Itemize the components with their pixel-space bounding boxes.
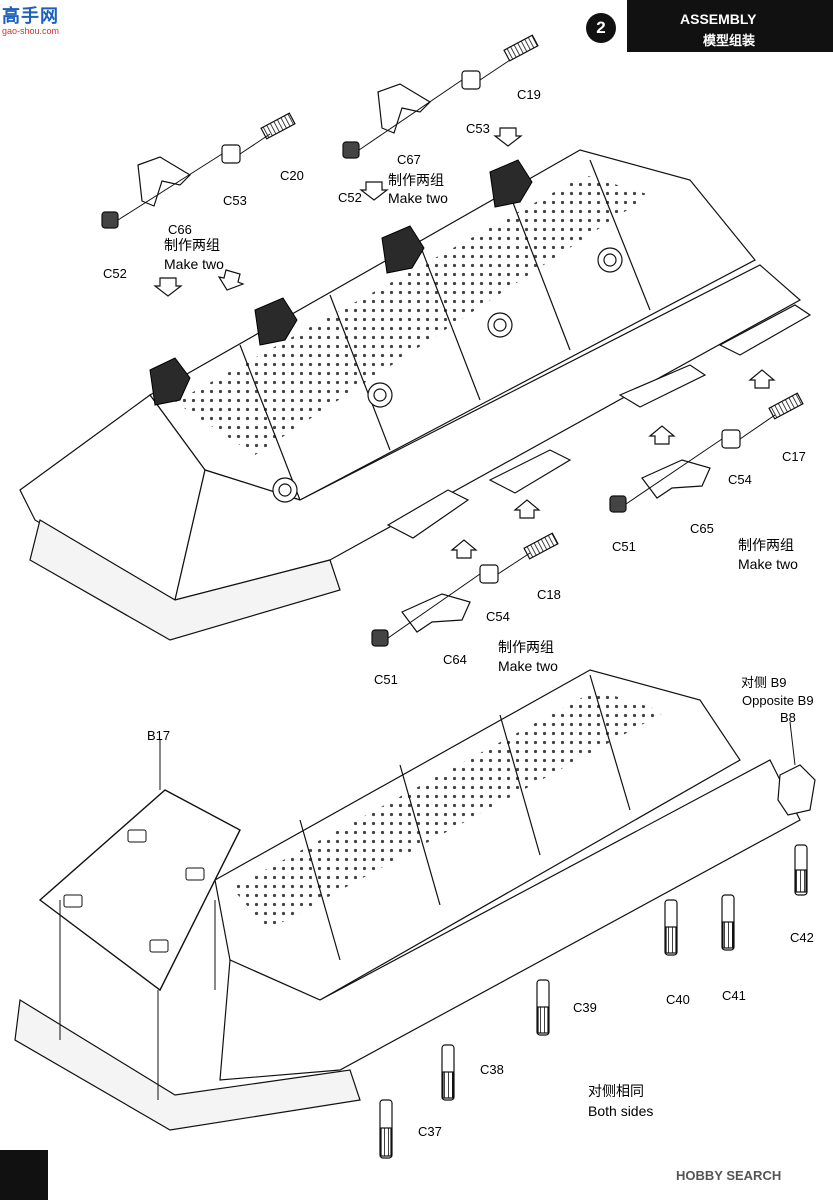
make-two-note-en: Make two [498,658,558,674]
b17-plate [38,789,241,992]
page-corner-block [0,1150,48,1200]
logo-text: 高手网 [2,6,59,26]
part-label-c65: C65 [690,521,714,536]
header-title-cn: 模型组装 [703,33,756,48]
leader-lines [117,59,776,639]
part-label-c41: C41 [722,988,746,1003]
make-two-note-en: Make two [388,190,448,206]
part-label-c67: C67 [397,152,421,167]
make-two-note-cn: 制作两组 [498,639,554,655]
part-label-c52: C52 [338,190,362,205]
watermark: HOBBY SEARCH [676,1168,782,1183]
part-label-c39: C39 [573,1000,597,1015]
part-label-c53: C53 [466,121,490,136]
part-label-c19: C19 [517,87,541,102]
both-sides-note-cn: 对侧相同 [588,1083,644,1099]
part-label-c42: C42 [790,930,814,945]
part-label-c37: C37 [418,1124,442,1139]
header-title-en: ASSEMBLY [680,11,757,27]
part-label-c17: C17 [782,449,806,464]
part-label-c38: C38 [480,1062,504,1077]
suspension-parts [101,34,812,647]
make-two-note-en: Make two [164,256,224,272]
step-number: 2 [586,13,616,43]
part-label-c54: C54 [486,609,510,624]
direction-arrows [153,127,776,559]
upper-hubs [272,247,623,503]
upper-brackets [149,159,533,406]
b8-part [777,764,816,816]
shock-absorbers [379,844,808,1159]
part-label-c18: C18 [537,587,561,602]
opposite-note-cn: 对侧 B9 [741,675,787,690]
part-label-c53: C53 [223,193,247,208]
make-two-note-en: Make two [738,556,798,572]
upper-hull [19,149,802,641]
site-logo: 高手网 gao-shou.com [2,2,59,36]
make-two-note-cn: 制作两组 [388,172,444,188]
opposite-note-en: Opposite B9 [742,693,814,708]
part-label-c64: C64 [443,652,467,667]
lower-hull [14,669,801,1131]
header-bar [627,0,833,52]
part-label-c54: C54 [728,472,752,487]
part-label-b8: B8 [780,710,796,725]
make-two-note-cn: 制作两组 [164,237,220,253]
part-label-c52: C52 [103,266,127,281]
part-label-c51: C51 [374,672,398,687]
part-label-c66: C66 [168,222,192,237]
both-sides-note-en: Both sides [588,1103,654,1119]
part-label-c20: C20 [280,168,304,183]
part-label-b17: B17 [147,728,171,743]
logo-url: gao-shou.com [2,26,60,36]
make-two-note-cn: 制作两组 [738,537,794,553]
part-label-c40: C40 [666,992,690,1007]
part-label-c51: C51 [612,539,636,554]
